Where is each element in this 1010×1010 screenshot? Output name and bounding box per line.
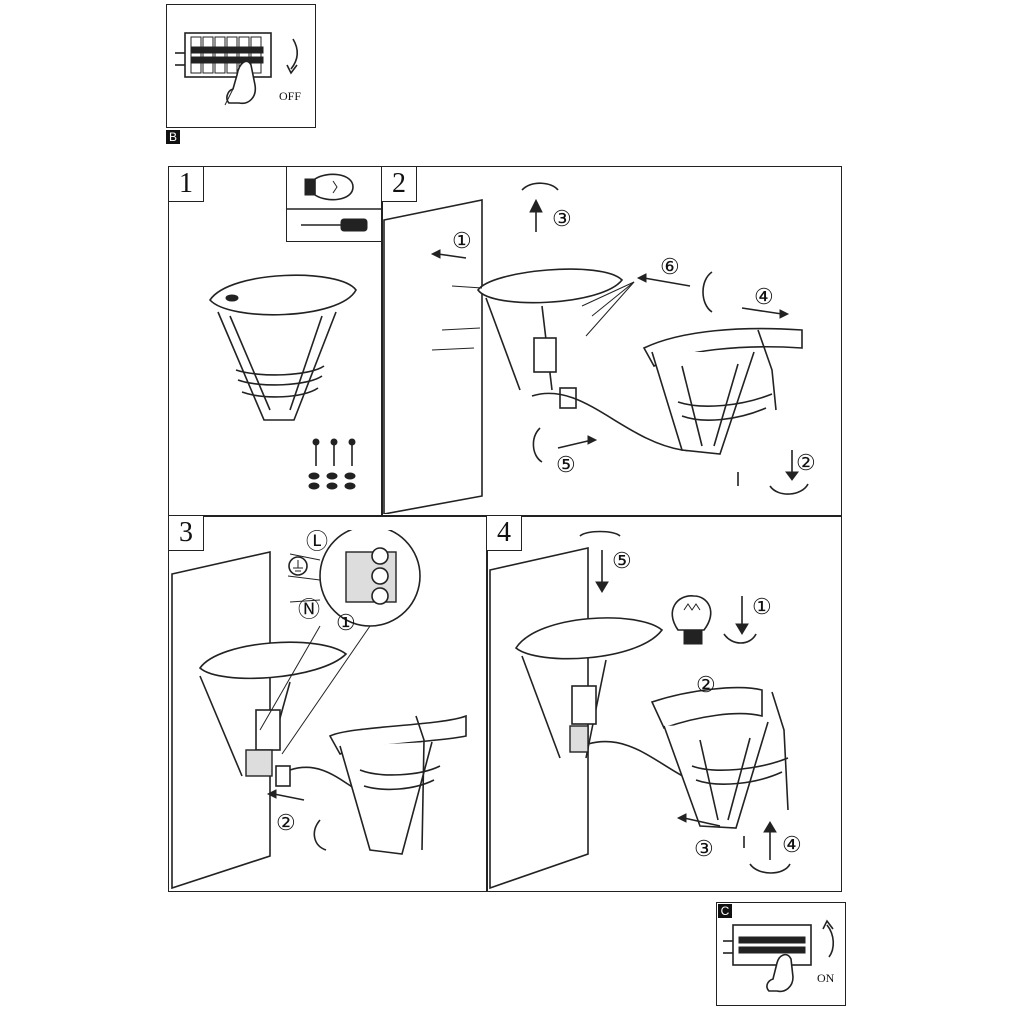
p2-step-6: ⑥ (660, 254, 680, 279)
panel-2-drawing (383, 182, 809, 514)
panel-2-number: 2 (382, 167, 417, 202)
lamp-assembled (208, 274, 357, 490)
p3-step-1: ① (336, 610, 356, 635)
tools-box (286, 167, 381, 242)
p2-step-3: ③ (552, 206, 572, 231)
p2-step-5: ⑤ (556, 452, 576, 477)
breaker-panel-icon (723, 919, 835, 993)
p2-step-2: ② (796, 450, 816, 475)
section-tag-b: B (166, 130, 180, 144)
hand-icon (224, 60, 257, 106)
p4-step-4: ④ (782, 832, 802, 857)
panel-3-number: 3 (169, 516, 204, 551)
p3-step-2: ② (276, 810, 296, 835)
off-label: OFF (279, 89, 302, 103)
panel-4-drawing (489, 530, 791, 890)
screwdriver-icon (301, 218, 368, 232)
p3-wire-l: Ⓛ (306, 529, 329, 554)
p2-step-4: ④ (754, 284, 774, 309)
breaker-panel-icon (175, 32, 299, 106)
panel-4-number: 4 (487, 516, 522, 551)
bulb-icon (304, 173, 354, 201)
p3-wire-n: Ⓝ (298, 597, 321, 622)
bulb-icon (671, 595, 712, 645)
p4-step-1: ① (752, 594, 772, 619)
on-label: ON (817, 971, 835, 985)
p4-step-2: ② (696, 672, 716, 697)
switch-on-panel: ON (716, 902, 846, 1006)
panel-1-number: 1 (169, 167, 204, 202)
switch-off-panel: OFF (166, 4, 316, 128)
p2-step-1: ① (452, 228, 472, 253)
section-tag-c: C (718, 904, 732, 918)
earth-ground-icon (288, 556, 308, 576)
panel-3-drawing (171, 530, 467, 890)
p4-step-5: ⑤ (612, 548, 632, 573)
hand-icon (766, 953, 794, 993)
p4-step-3: ③ (694, 836, 714, 861)
